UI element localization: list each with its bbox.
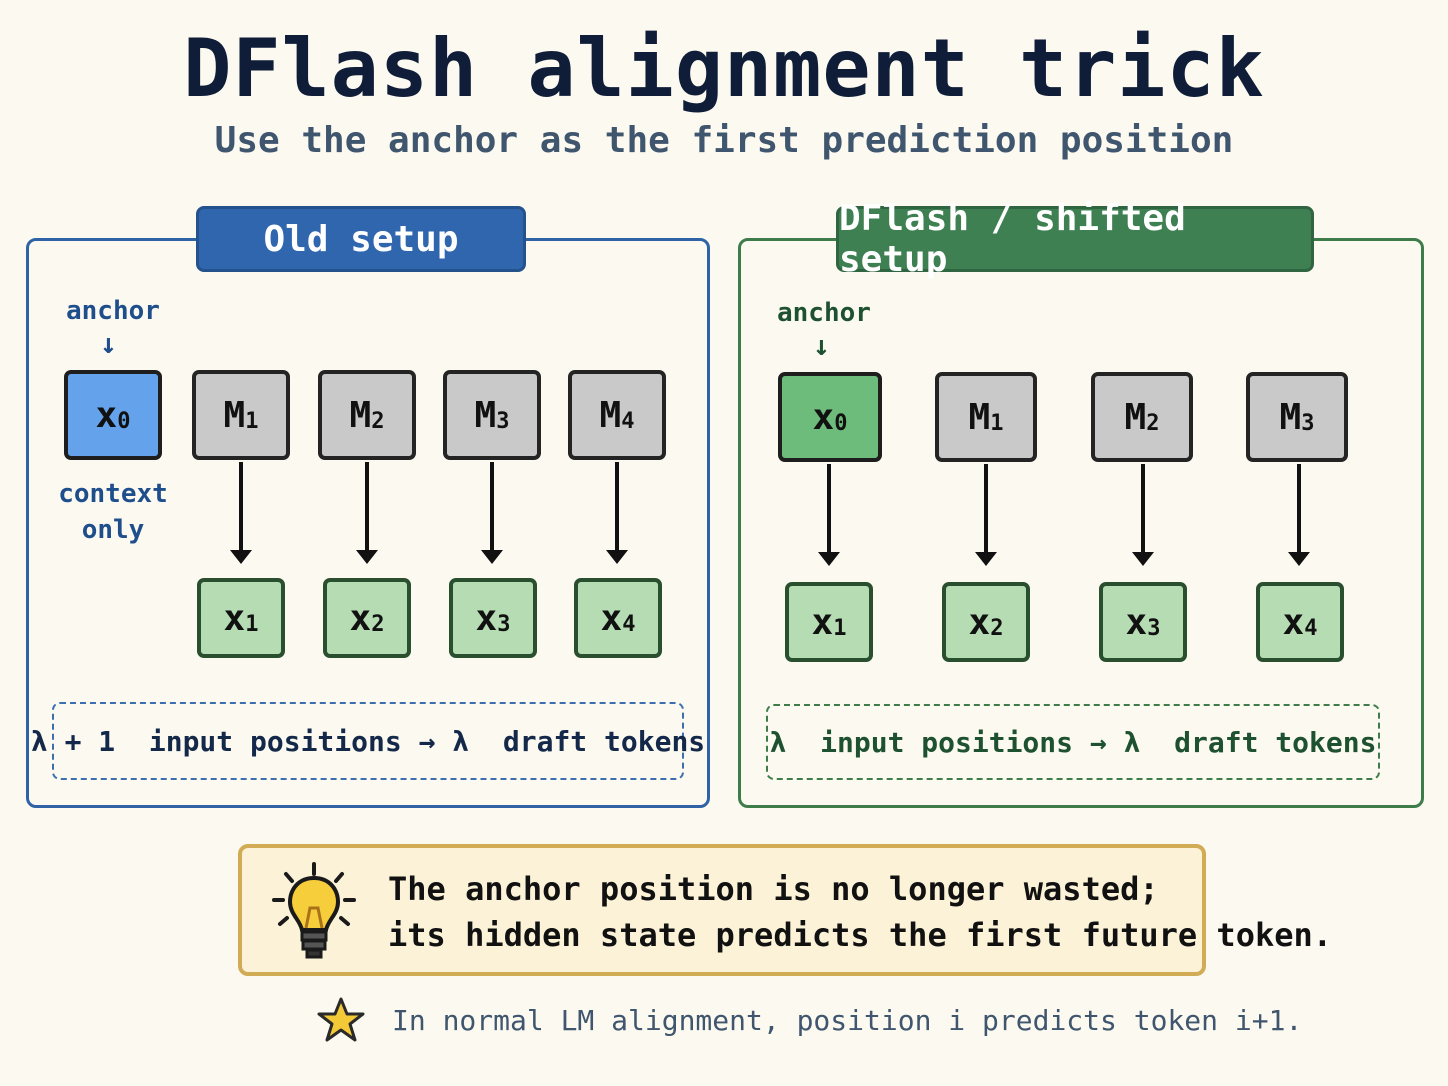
token-sub: 1 <box>245 408 259 434</box>
context-only-label: context only <box>54 476 172 548</box>
old-arrow <box>356 462 378 564</box>
new-anchor-label: anchor <box>777 298 871 328</box>
token-sub: 1 <box>245 611 259 637</box>
old-arrow <box>230 462 252 564</box>
token-sub: 1 <box>990 410 1004 436</box>
callout-line-1: The anchor position is no longer wasted; <box>388 870 1159 908</box>
token-sub: 4 <box>621 408 635 434</box>
star-icon <box>317 997 365 1042</box>
token-sub: 3 <box>1301 410 1315 436</box>
token-sub: 0 <box>834 410 848 436</box>
old-anchor-label: anchor <box>66 296 160 326</box>
token-base: M <box>223 394 246 436</box>
token-base: x <box>811 601 834 643</box>
token-sub: 2 <box>371 611 385 637</box>
new-arrow <box>818 464 840 566</box>
page-title: DFlash alignment trick <box>183 22 1265 115</box>
token-sub: 2 <box>990 615 1004 641</box>
new-arrow <box>1132 464 1154 566</box>
token-sub: 4 <box>1304 615 1318 641</box>
token-sub: 3 <box>496 408 510 434</box>
token-sub: 0 <box>117 408 131 434</box>
token-sub: 1 <box>833 615 847 641</box>
token-sub: 3 <box>1147 615 1161 641</box>
token-base: M <box>1279 396 1302 438</box>
callout-line-2: its hidden state predicts the first futu… <box>388 916 1333 954</box>
token-base: x <box>1125 601 1148 643</box>
old-anchor-arrow-icon: ↓ <box>100 327 117 360</box>
new-setup-tab: DFlash / shifted setup <box>836 198 1314 280</box>
token-sub: 2 <box>1146 410 1160 436</box>
token-base: M <box>1124 396 1147 438</box>
token-base: M <box>968 396 991 438</box>
context-line1: context <box>58 479 168 509</box>
token-base: x <box>968 601 991 643</box>
token-sub: 3 <box>497 611 511 637</box>
token-base: x <box>600 597 623 639</box>
token-base: M <box>474 394 497 436</box>
token-base: x <box>812 396 835 438</box>
old-setup-tab: Old setup <box>196 206 526 272</box>
new-anchor-arrow-icon: ↓ <box>813 329 830 362</box>
token-base: x <box>475 597 498 639</box>
insight-callout: The anchor position is no longer wasted;… <box>238 844 1332 976</box>
new-arrow <box>1288 464 1310 566</box>
token-base: x <box>1282 601 1305 643</box>
token-sub: 2 <box>371 408 385 434</box>
old-arrow <box>606 462 628 564</box>
new-setup-note: λ input positions → λ draft tokens <box>766 704 1380 780</box>
footnote-text: In normal LM alignment, position i predi… <box>392 1004 1303 1037</box>
token-sub: 4 <box>622 611 636 637</box>
token-base: x <box>349 597 372 639</box>
lightbulb-icon <box>272 862 356 959</box>
old-setup-note: λ + 1 input positions → λ draft tokens <box>31 702 705 780</box>
old-arrow <box>481 462 503 564</box>
token-base: x <box>95 394 118 436</box>
token-base: x <box>223 597 246 639</box>
context-line2: only <box>81 515 145 545</box>
token-base: M <box>349 394 372 436</box>
page-subtitle: Use the anchor as the first prediction p… <box>214 120 1234 161</box>
token-base: M <box>599 394 622 436</box>
new-arrow <box>975 464 997 566</box>
